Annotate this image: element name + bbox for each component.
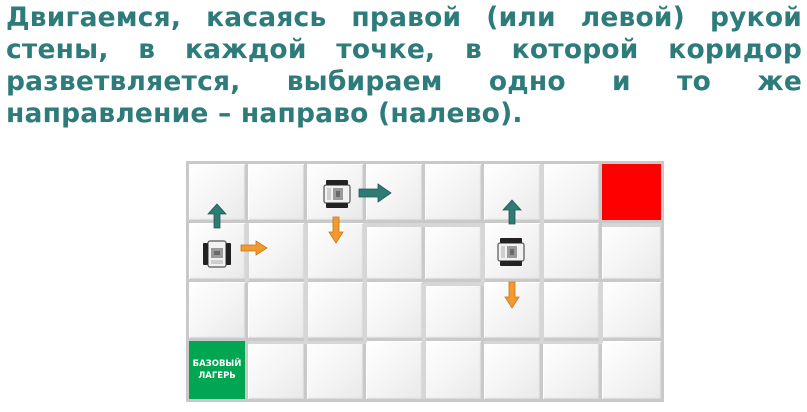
maze-cell (543, 223, 599, 279)
maze-wall (599, 282, 603, 343)
maze-cell (602, 341, 661, 399)
maze-wall (245, 223, 249, 283)
maze-cell (602, 223, 661, 279)
goal-cell (602, 164, 661, 220)
ev3-robot-icon (497, 238, 525, 266)
maze-cell (543, 341, 599, 399)
arrow-right-icon (240, 240, 268, 256)
maze-cell (248, 341, 304, 399)
arrow-up-icon (502, 199, 522, 225)
maze-cell (366, 223, 422, 279)
base-camp-cell: БАЗОВЫЙ ЛАГЕРЬ (189, 341, 245, 399)
maze-cell (366, 341, 422, 399)
heading-text: Двигаемся, касаясь правой (или левой) ру… (6, 2, 802, 129)
maze-wall (304, 223, 308, 343)
arrow-down-icon (328, 216, 344, 244)
arrow-right-icon (358, 183, 392, 203)
maze-cell (425, 164, 481, 220)
maze-cell (543, 282, 599, 338)
maze-cell (602, 282, 661, 338)
arrow-up-icon (207, 203, 227, 229)
ev3-robot-icon (203, 240, 231, 268)
maze-wall (602, 223, 661, 227)
maze-board: БАЗОВЫЙ ЛАГЕРЬ (186, 161, 664, 402)
maze-cell (366, 282, 422, 338)
base-camp-label-line1: БАЗОВЫЙ (192, 359, 242, 369)
maze-cell (307, 282, 363, 338)
ev3-robot-icon (323, 180, 351, 208)
maze-cell (248, 164, 304, 220)
arrow-down-icon (504, 281, 520, 309)
maze-wall (422, 282, 426, 399)
base-camp-label-line2: ЛАГЕРЬ (198, 371, 236, 381)
maze-cell (543, 164, 599, 220)
maze-cell (248, 282, 304, 338)
maze-cell (189, 282, 245, 338)
maze-cell (425, 223, 481, 279)
maze-wall (540, 164, 544, 343)
maze-wall (366, 223, 484, 227)
maze-wall (248, 341, 366, 344)
maze-wall (484, 341, 602, 344)
maze-wall (363, 223, 367, 343)
maze-cell (484, 341, 540, 399)
maze-wall (481, 223, 485, 283)
maze-cell (307, 341, 363, 399)
maze-wall (425, 282, 484, 286)
maze-cell (425, 341, 481, 399)
maze-cell (425, 282, 481, 338)
